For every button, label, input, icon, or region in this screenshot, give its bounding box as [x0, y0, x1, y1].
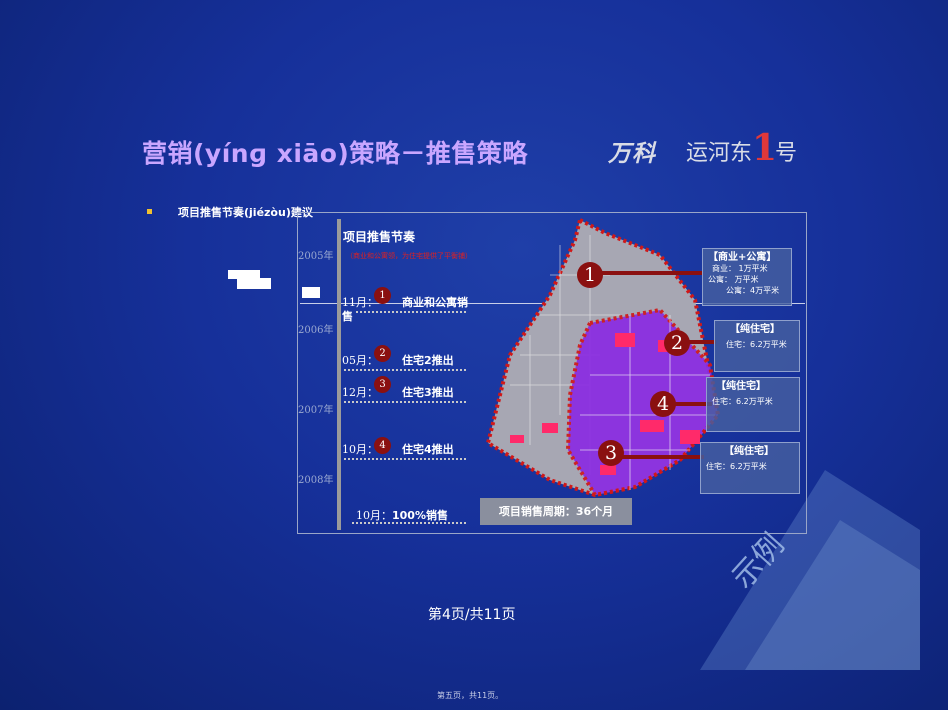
year-2008: 2008年	[298, 475, 334, 486]
map-marker-1: 1	[577, 262, 603, 288]
info-box-2-header: 【纯住宅】	[730, 324, 780, 335]
info-box-commercial: 【商业+公寓】 商业： 1万平米 公寓： 万平米 公寓：4万平米	[702, 248, 792, 306]
event-2-marker: 2	[374, 345, 391, 362]
logo-yunhe-text: 运河东	[686, 141, 753, 166]
white-block-3	[302, 287, 320, 298]
map-marker-2: 2	[664, 330, 690, 356]
info-box-3-header: 【纯住宅】	[724, 446, 774, 457]
map-marker-4: 4	[650, 391, 676, 417]
event-1-dash	[356, 311, 466, 313]
sample-watermark: 示例	[700, 470, 920, 670]
footer-small-text: 第五页，共11页。	[437, 691, 504, 700]
event-3-text: 住宅3推出	[402, 386, 454, 399]
timeline-line	[337, 219, 341, 530]
white-block-1	[228, 270, 260, 279]
event-2-dash	[344, 369, 466, 371]
info-box-1-line1: 商业： 1万平米	[712, 264, 768, 273]
final-text: 100%销售	[392, 509, 448, 522]
info-box-1-header: 【商业+公寓】	[708, 252, 777, 263]
event-1-month: 11月：	[342, 296, 378, 309]
year-2007: 2007年	[298, 405, 334, 416]
final-dash	[352, 522, 466, 524]
event-1-text: 商业和公寓销	[402, 296, 468, 309]
info-box-residential-2: 【纯住宅】 住宅：6.2万平米	[714, 320, 800, 372]
event-3-month: 12月：	[342, 386, 378, 399]
year-2005: 2005年	[298, 251, 334, 262]
logo-wanke-text: 万科	[608, 140, 656, 167]
connector-1	[596, 271, 702, 275]
info-box-1-line3: 公寓：4万平米	[726, 286, 780, 295]
bullet-icon	[147, 209, 152, 214]
vanke-logo: 万科 运河东 1 号	[608, 127, 808, 170]
info-box-residential-4: 【纯住宅】 住宅：6.2万平米	[706, 377, 800, 432]
timeline-title: 项目推售节奏	[343, 230, 416, 244]
event-2-text: 住宅2推出	[402, 354, 454, 367]
timeline-panel	[297, 212, 807, 534]
map-marker-3: 3	[598, 440, 624, 466]
event-1-text-2: 售	[342, 310, 353, 323]
event-4-text: 住宅4推出	[402, 443, 454, 456]
connector-4	[672, 402, 712, 406]
logo-one-text: 1	[752, 127, 778, 169]
final-month: 10月：	[356, 509, 392, 522]
info-box-3-line1: 住宅：6.2万平米	[706, 462, 767, 471]
info-box-4-line1: 住宅：6.2万平米	[712, 397, 773, 406]
site-map	[485, 217, 720, 498]
white-block-2	[237, 278, 271, 289]
year-2006: 2006年	[298, 325, 334, 336]
event-2-month: 05月：	[342, 354, 378, 367]
event-4-marker: 4	[374, 437, 391, 454]
event-1-marker: 1	[374, 287, 391, 304]
bullet-text: 项目推售节奏(jiézòu)建议	[178, 206, 313, 219]
event-3-dash	[344, 401, 466, 403]
info-box-4-header: 【纯住宅】	[716, 381, 766, 392]
final-event: 10月：100%销售	[356, 507, 448, 523]
info-box-residential-3: 【纯住宅】 住宅：6.2万平米	[700, 442, 800, 494]
event-4-month: 10月：	[342, 443, 378, 456]
sales-period-box: 项目销售周期：36个月	[480, 498, 632, 525]
event-4-dash	[344, 458, 466, 460]
info-box-1-line2: 公寓： 万平米	[708, 275, 759, 284]
page-title: 营销(yínɡ xiāo)策略－推售策略	[142, 139, 528, 168]
event-3-marker: 3	[374, 376, 391, 393]
logo-hao-text: 号	[775, 141, 798, 166]
connector-3	[620, 455, 704, 459]
info-box-2-line1: 住宅：6.2万平米	[726, 340, 787, 349]
page-counter: 第4页/共11页	[428, 607, 516, 623]
timeline-subtitle: （商业和公寓领，为住宅提供了平衡铺）	[346, 252, 472, 260]
connector-2	[686, 340, 716, 344]
